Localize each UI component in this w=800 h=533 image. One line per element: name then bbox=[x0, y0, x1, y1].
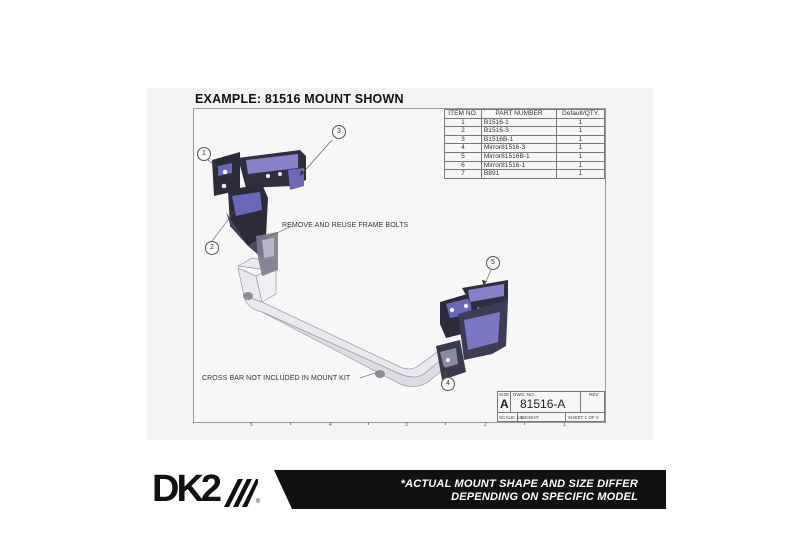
bom-item-no: 3 bbox=[444, 134, 482, 145]
title-block-scale: SCALE: 1:1 bbox=[499, 414, 524, 420]
bom-qty: 1 bbox=[556, 134, 605, 145]
bom-qty: 1 bbox=[556, 143, 605, 153]
note-cross-bar: CROSS BAR NOT INCLUDED IN MOUNT KIT bbox=[202, 375, 351, 382]
bom-qty: 1 bbox=[556, 160, 605, 171]
right-bracket bbox=[436, 280, 508, 380]
bom-header-item-no: ITEM NO. bbox=[444, 109, 482, 119]
bom-part-number: B1516-1 bbox=[480, 117, 558, 128]
callout-balloon-5: 5 bbox=[486, 256, 500, 270]
title-block-dwg-value: 81516-A bbox=[520, 397, 566, 411]
bom-row: 3 B1516B-1 1 bbox=[444, 134, 605, 145]
bill-of-materials-table: ITEM NO. PART NUMBER Default/QTY. 1 B151… bbox=[444, 109, 605, 179]
title-block: SIZE A DWG. NO. 81516-A REV SCALE: 1:1 W… bbox=[497, 391, 605, 422]
zone-label: 5 bbox=[250, 422, 253, 428]
disclaimer-banner bbox=[274, 470, 666, 509]
zone-label: 3 bbox=[405, 422, 408, 428]
title-block-weight: WEIGHT: bbox=[520, 414, 540, 420]
callout-balloon-2: 2 bbox=[205, 241, 219, 255]
bom-part-number: B1516B-1 bbox=[480, 134, 558, 145]
bom-row: 6 Mirror81516-1 1 bbox=[444, 160, 605, 171]
bom-item-no: 7 bbox=[444, 169, 482, 179]
disclaimer-line-2: DEPENDING ON SPECIFIC MODEL bbox=[451, 490, 638, 503]
drawing-title: EXAMPLE: 81516 MOUNT SHOWN bbox=[195, 92, 404, 106]
title-block-scale-cell bbox=[498, 413, 518, 422]
title-block-size-value: A bbox=[500, 397, 509, 411]
bom-part-number: B1516-3 bbox=[480, 126, 558, 136]
note-frame-bolts: REMOVE AND REUSE FRAME BOLTS bbox=[282, 222, 409, 229]
disclaimer-line-1: *ACTUAL MOUNT SHAPE AND SIZE DIFFER bbox=[400, 478, 638, 490]
title-block-sheet: SHEET 1 OF 2 bbox=[568, 414, 599, 420]
bom-part-number: Mirror81516-1 bbox=[480, 160, 558, 171]
zone-label: 4 bbox=[329, 422, 332, 428]
bom-qty: 1 bbox=[556, 117, 605, 128]
title-block-weight-cell bbox=[518, 413, 566, 422]
bom-row: 7 B891 1 bbox=[444, 169, 605, 179]
bom-header-qty: Default/QTY. bbox=[556, 109, 605, 119]
bom-header-part-number: PART NUMBER bbox=[480, 109, 558, 119]
bom-part-number: B891 bbox=[480, 169, 558, 179]
bom-part-number: Mirror81516B-1 bbox=[480, 151, 558, 162]
title-block-dwg-label: DWG. NO. bbox=[513, 392, 535, 397]
bom-row: 5 Mirror81516B-1 1 bbox=[444, 151, 605, 162]
title-block-size-label: SIZE bbox=[499, 392, 510, 397]
dk2-logo: DK2 ® bbox=[152, 468, 264, 510]
bom-row: 4 Mirror81516-3 1 bbox=[444, 143, 605, 153]
callout-balloon-4: 4 bbox=[441, 377, 455, 391]
bom-item-no: 5 bbox=[444, 151, 482, 162]
zone-label: 2 bbox=[484, 422, 487, 428]
callout-balloon-1: 1 bbox=[197, 147, 211, 161]
bom-qty: 1 bbox=[556, 126, 605, 136]
bom-item-no: 1 bbox=[444, 117, 482, 128]
bom-item-no: 2 bbox=[444, 126, 482, 136]
zone-tick bbox=[290, 422, 291, 425]
bom-qty: 1 bbox=[556, 169, 605, 179]
title-block-rev-cell bbox=[581, 392, 605, 413]
zone-tick bbox=[368, 422, 369, 425]
dk2-logo-stripes-icon bbox=[224, 479, 258, 507]
bom-header-row: ITEM NO. PART NUMBER Default/QTY. bbox=[444, 109, 605, 119]
bom-item-no: 6 bbox=[444, 160, 482, 171]
title-block-size-cell bbox=[498, 392, 511, 413]
zone-label: 1 bbox=[563, 422, 566, 428]
bom-row: 1 B1516-1 1 bbox=[444, 117, 605, 128]
left-bracket bbox=[212, 150, 306, 276]
dk2-logo-text: DK2 bbox=[152, 468, 222, 510]
dk2-logo-registered: ® bbox=[256, 499, 261, 505]
zone-tick bbox=[445, 422, 446, 425]
title-block-dwg-cell bbox=[511, 392, 581, 413]
disclaimer-text: *ACTUAL MOUNT SHAPE AND SIZE DIFFER DEPE… bbox=[338, 478, 638, 503]
title-block-rev-label: REV bbox=[589, 392, 599, 397]
bom-row: 2 B1516-3 1 bbox=[444, 126, 605, 136]
zone-tick bbox=[524, 422, 525, 425]
bom-item-no: 4 bbox=[444, 143, 482, 153]
bom-part-number: Mirror81516-3 bbox=[480, 143, 558, 153]
bom-qty: 1 bbox=[556, 151, 605, 162]
cross-bar bbox=[236, 257, 451, 387]
callout-balloon-3: 3 bbox=[332, 125, 346, 139]
